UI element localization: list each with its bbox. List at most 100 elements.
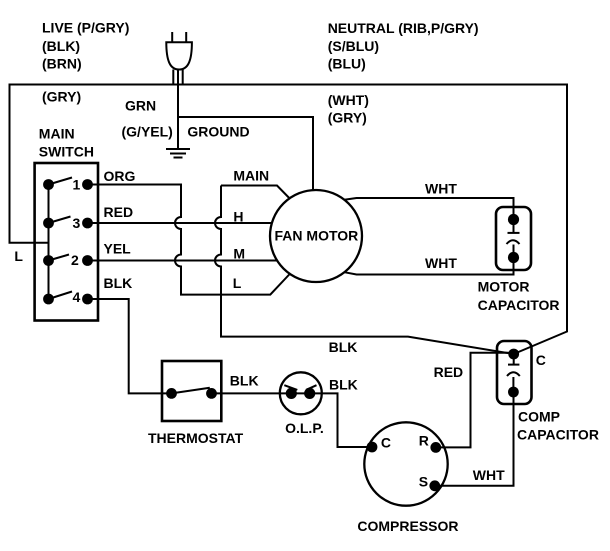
switch-number-1: 1 bbox=[73, 177, 81, 193]
motor-capacitor-terminal-top bbox=[507, 213, 520, 226]
fan-terminal-main: MAIN bbox=[233, 168, 269, 184]
label-wht-right: (WHT) bbox=[328, 92, 369, 108]
compressor-terminal-c bbox=[366, 441, 378, 453]
olp-terminal-left bbox=[285, 387, 297, 399]
label-live-2: (BLK) bbox=[42, 38, 80, 54]
wire-label-red: RED bbox=[104, 204, 134, 220]
label-gry-left: (GRY) bbox=[42, 89, 81, 105]
compressor-label: COMPRESSOR bbox=[357, 518, 458, 534]
wire-blk-to-thermostat bbox=[87, 298, 172, 395]
label-gyel: (G/YEL) bbox=[122, 124, 173, 140]
wire-label-red-run: RED bbox=[434, 364, 464, 380]
switch-number-4: 4 bbox=[73, 289, 81, 305]
switch-throw-dot-4 bbox=[82, 293, 93, 305]
comp-capacitor-box bbox=[495, 339, 533, 406]
comp-capacitor-title-1: COMP bbox=[518, 409, 560, 425]
motor-capacitor-plate-curved bbox=[505, 239, 521, 245]
wire-thermostat-to-compressor bbox=[211, 392, 372, 448]
switch-pole-dot-2 bbox=[43, 255, 54, 266]
thermostat-terminal-right bbox=[206, 388, 217, 399]
compressor-terminal-s-label: S bbox=[419, 474, 428, 490]
wire-ground-to-fan bbox=[178, 116, 314, 191]
wire-label-org: ORG bbox=[104, 168, 136, 184]
motor-capacitor-box bbox=[494, 205, 533, 272]
olp-contact-left bbox=[283, 384, 298, 391]
wire-label-blk-thermostat: BLK bbox=[230, 373, 259, 389]
switch-pole-dot-3 bbox=[43, 217, 54, 229]
power-plug bbox=[165, 32, 193, 85]
thermostat-label: THERMOSTAT bbox=[148, 430, 244, 446]
motor-capacitor-title-1: MOTOR bbox=[478, 279, 530, 295]
main-switch-title-1: MAIN bbox=[39, 126, 75, 142]
label-neutral-2: (S/BLU) bbox=[328, 38, 379, 54]
wire-label-blk: BLK bbox=[104, 275, 133, 291]
switch-number-2: 2 bbox=[71, 252, 79, 268]
wire-wht-top bbox=[344, 197, 515, 220]
thermostat bbox=[160, 359, 223, 423]
wire-org bbox=[87, 183, 291, 296]
label-neutral-3: (BLU) bbox=[328, 56, 366, 72]
wire-wht-start bbox=[434, 392, 515, 487]
label-neutral-1: NEUTRAL (RIB,P/GRY) bbox=[328, 20, 479, 36]
comp-capacitor-title-2: CAPACITOR bbox=[517, 427, 599, 443]
thermostat-box bbox=[160, 359, 223, 423]
switch-throw-dot-2 bbox=[82, 255, 93, 266]
plug-cord bbox=[172, 69, 184, 85]
labels: LIVE (P/GRY) (BLK) (BRN) NEUTRAL (RIB,P/… bbox=[14, 20, 599, 535]
compressor-terminal-r bbox=[430, 442, 442, 453]
wire-label-wht-start: WHT bbox=[473, 467, 505, 483]
compressor bbox=[363, 421, 449, 507]
motor-capacitor bbox=[494, 205, 533, 272]
motor-capacitor-title-2: CAPACITOR bbox=[478, 297, 560, 313]
olp-circle bbox=[278, 371, 323, 416]
thermostat-terminal-left bbox=[166, 388, 177, 399]
thermostat-blade bbox=[171, 386, 210, 395]
switch-number-3: 3 bbox=[73, 215, 81, 231]
switch-pole-dot-1 bbox=[43, 179, 54, 190]
switch-pole-dot-4 bbox=[43, 293, 54, 305]
wires bbox=[8, 83, 568, 487]
switch-throw-dot-1 bbox=[82, 179, 93, 190]
wire-label-wht-bottom: WHT bbox=[425, 255, 457, 271]
comp-capacitor-plate-curved bbox=[506, 371, 521, 377]
label-live-feed: L bbox=[14, 248, 23, 264]
comp-capacitor bbox=[495, 339, 533, 406]
wire-label-blk-olp: BLK bbox=[329, 377, 358, 393]
fan-terminal-h: H bbox=[233, 209, 243, 225]
olp-label: O.L.P. bbox=[285, 420, 324, 436]
motor-capacitor-terminal-bottom bbox=[507, 251, 520, 264]
label-live-1: LIVE (P/GRY) bbox=[42, 20, 129, 36]
wire-label-blk-bus: BLK bbox=[329, 339, 358, 355]
fan-motor-circle bbox=[268, 188, 364, 284]
wire-supply-loop bbox=[8, 83, 568, 355]
olp bbox=[278, 371, 323, 416]
plug-body bbox=[165, 41, 193, 71]
comp-capacitor-terminal-bottom bbox=[508, 386, 519, 398]
label-live-3: (BRN) bbox=[42, 56, 82, 72]
wire-fan-main-stub bbox=[221, 184, 291, 200]
wire-main-to-comp-cap bbox=[214, 185, 514, 355]
main-switch bbox=[33, 161, 100, 322]
comp-capacitor-terminal-label: C bbox=[536, 352, 546, 368]
fan-terminal-m: M bbox=[233, 246, 245, 262]
main-switch-box bbox=[33, 161, 100, 322]
wire-wht-bottom bbox=[344, 257, 515, 276]
switch-throw-dot-3 bbox=[82, 217, 93, 229]
olp-terminal-right bbox=[304, 387, 316, 399]
wire-label-yel: YEL bbox=[104, 241, 132, 257]
wire-label-wht-top: WHT bbox=[425, 181, 457, 197]
compressor-terminal-c-label: C bbox=[381, 435, 391, 451]
compressor-circle bbox=[363, 421, 449, 507]
label-grn: GRN bbox=[125, 98, 156, 114]
label-gry-right: (GRY) bbox=[328, 110, 367, 126]
fan-terminal-l: L bbox=[233, 275, 242, 291]
ground-symbol bbox=[166, 148, 190, 159]
compressor-terminal-r-label: R bbox=[419, 433, 429, 449]
comp-capacitor-terminal-top bbox=[508, 348, 520, 360]
fan-motor-label: FAN MOTOR bbox=[275, 228, 359, 244]
wire-red-run bbox=[435, 351, 514, 449]
compressor-terminal-s bbox=[429, 480, 441, 492]
main-switch-title-2: SWITCH bbox=[39, 144, 94, 160]
